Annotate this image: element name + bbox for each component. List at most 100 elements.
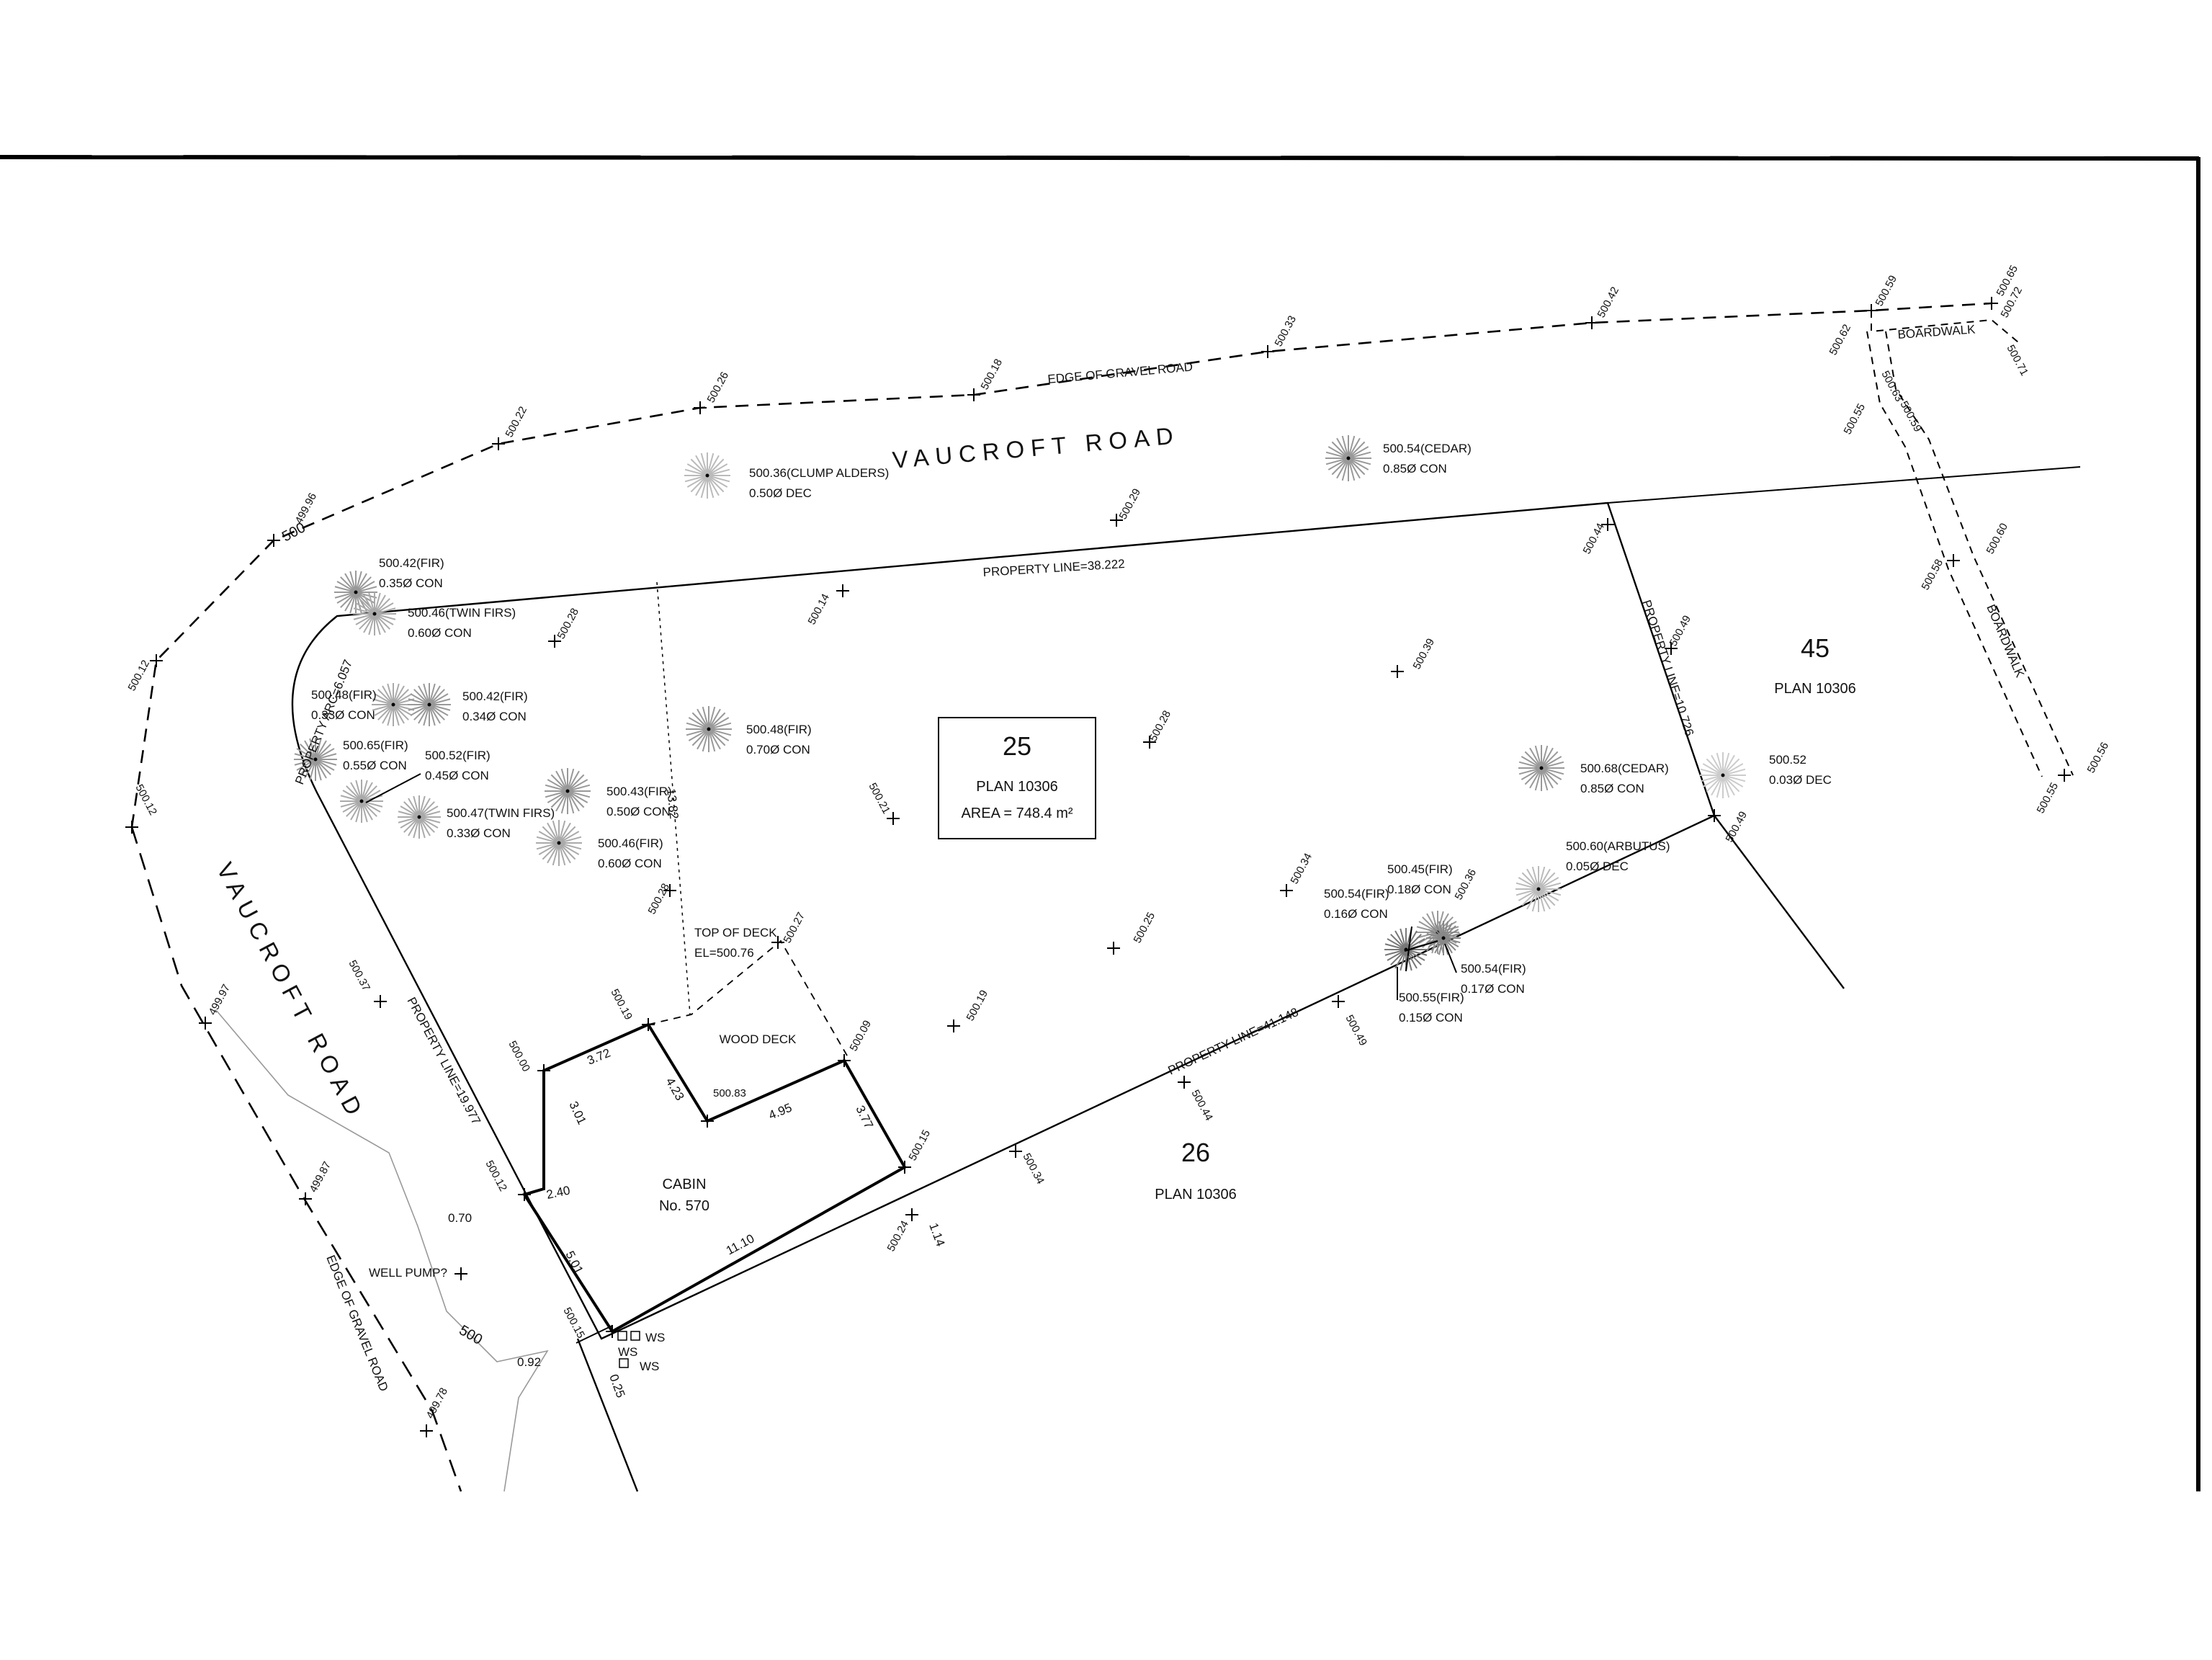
tree-size: 0.16Ø CON bbox=[1324, 907, 1388, 921]
elevation-point-marker bbox=[606, 1325, 619, 1338]
tree-label: 500.68(CEDAR) bbox=[1580, 762, 1669, 775]
elevation-point-marker bbox=[2058, 769, 2071, 782]
water-service-label-1: WS bbox=[645, 1331, 665, 1344]
dimension-2-40: 2.40 bbox=[545, 1183, 571, 1201]
tree-icon bbox=[1384, 928, 1428, 971]
elevation-point-marker bbox=[836, 584, 849, 597]
spot-elevation: 500.15 bbox=[560, 1306, 587, 1341]
elevation-point-marker bbox=[1332, 995, 1345, 1008]
tree-icon bbox=[294, 738, 337, 781]
tree-label: 500.43(FIR) bbox=[606, 785, 672, 798]
lot-line-extension-east bbox=[1714, 815, 1845, 989]
spot-elevation: 500.42 bbox=[1595, 285, 1622, 320]
spot-elevation: 500.55 bbox=[2035, 780, 2061, 816]
spot-elevation: 500.12 bbox=[483, 1159, 509, 1194]
tree-size: 0.33Ø CON bbox=[447, 826, 511, 840]
tree-icon bbox=[536, 820, 582, 866]
spot-elevation: 500.09 bbox=[848, 1018, 874, 1053]
water-service-label-3: WS bbox=[640, 1360, 659, 1373]
dimension-0-92: 0.92 bbox=[517, 1355, 541, 1369]
spot-elevation: 500.49 bbox=[1343, 1013, 1369, 1048]
tree-icon bbox=[340, 780, 383, 823]
elevation-point-marker bbox=[299, 1192, 312, 1205]
tree-size: 0.85Ø CON bbox=[1383, 462, 1447, 476]
well-pump-trail bbox=[215, 1009, 549, 1492]
drawing-frame bbox=[0, 155, 2200, 1491]
tree-label: 500.65(FIR) bbox=[343, 738, 408, 752]
spot-elevation: 500.15 bbox=[907, 1128, 933, 1163]
spot-elevation: 500.63 bbox=[1879, 369, 1905, 404]
lot-45-plan: PLAN 10306 bbox=[1774, 681, 1855, 697]
spot-elevation: 500.37 bbox=[346, 958, 372, 994]
tree-icon bbox=[372, 683, 415, 726]
lot-26-plan: PLAN 10306 bbox=[1155, 1187, 1236, 1202]
well-pump-label: WELL PUMP? bbox=[369, 1266, 447, 1280]
spot-elevation: 500.71 bbox=[2004, 343, 2030, 378]
dimension-3-01: 3.01 bbox=[566, 1099, 588, 1127]
elevation-point-marker bbox=[663, 884, 676, 897]
elevation-point-marker bbox=[537, 1064, 550, 1077]
spot-elevation: 500.12 bbox=[126, 658, 153, 693]
spot-elevation: 499.78 bbox=[424, 1385, 451, 1421]
spot-elevation: 500.26 bbox=[705, 370, 732, 405]
elevation-point-marker bbox=[905, 1208, 918, 1221]
tree-size: 0.33Ø CON bbox=[311, 708, 375, 722]
tree-size: 0.60Ø CON bbox=[408, 626, 472, 640]
spot-elevation: 500.62 bbox=[1827, 322, 1854, 357]
dimension-0-70: 0.70 bbox=[448, 1211, 472, 1225]
elevation-point-marker bbox=[1178, 1076, 1191, 1089]
dimension-0-25: 0.25 bbox=[606, 1373, 627, 1400]
property-line-north: PROPERTY LINE=38.222 bbox=[982, 557, 1125, 579]
elevation-point-marker bbox=[150, 654, 163, 667]
elevation-point-marker bbox=[1009, 1145, 1022, 1158]
elevation-point-marker bbox=[455, 1267, 467, 1280]
tree-label: 500.55(FIR) bbox=[1399, 991, 1464, 1004]
edge-of-gravel-road-west bbox=[130, 826, 462, 1492]
elevation-point-marker bbox=[771, 936, 784, 949]
elevation-point-marker bbox=[1947, 554, 1960, 567]
spot-elevation: 500.28 bbox=[646, 881, 673, 916]
lot-25-area: AREA = 748.4 m² bbox=[961, 806, 1073, 821]
elevation-point-marker bbox=[1280, 884, 1293, 897]
spot-elevation: 500.28 bbox=[1147, 708, 1174, 744]
elevation-point-marker bbox=[898, 1161, 911, 1174]
wood-deck-label: WOOD DECK bbox=[720, 1032, 797, 1046]
elevation-point-marker bbox=[1261, 345, 1274, 358]
boardwalk-label-side: BOARDWALK bbox=[1984, 602, 2027, 679]
elevation-point-marker bbox=[642, 1018, 655, 1031]
elevation-point-marker bbox=[967, 388, 980, 401]
tree-label: 500.54(FIR) bbox=[1461, 962, 1526, 976]
tree-descriptions: 500.36(CLUMP ALDERS) 0.50Ø DEC 500.54(CE… bbox=[311, 442, 1832, 1025]
tree-icon bbox=[1515, 866, 1562, 912]
elevation-point-marker bbox=[125, 821, 138, 834]
spot-elevation: 500.36 bbox=[1453, 867, 1479, 902]
tree-size: 0.35Ø CON bbox=[379, 576, 443, 590]
tree-leader-lines bbox=[365, 773, 1457, 1000]
spot-elevation: 500.25 bbox=[1132, 910, 1158, 945]
tree-icon bbox=[1325, 435, 1371, 481]
elevation-point-marker bbox=[1391, 665, 1404, 678]
tree-size: 0.45Ø CON bbox=[425, 769, 489, 782]
elevation-point-marker bbox=[1585, 316, 1598, 329]
elevation-markers bbox=[125, 297, 2071, 1437]
elevation-point-marker bbox=[420, 1424, 433, 1437]
lot-26-number: 26 bbox=[1181, 1138, 1210, 1167]
spot-elevation: 500.14 bbox=[806, 592, 833, 627]
tree-icon bbox=[686, 706, 732, 752]
spot-elevation: 500.27 bbox=[782, 910, 808, 945]
spot-elevation: 499.97 bbox=[207, 982, 233, 1017]
spot-elevation: 500.59 bbox=[1873, 273, 1900, 308]
tree-size: 0.18Ø CON bbox=[1387, 883, 1451, 896]
tree-label: 500.42(FIR) bbox=[462, 690, 528, 703]
road-name-west: VAUCROFT ROAD bbox=[212, 858, 370, 1125]
spot-elevation: 499.96 bbox=[293, 491, 320, 526]
spot-elevation: 500.44 bbox=[1581, 521, 1608, 556]
dimension-4-95: 4.95 bbox=[766, 1101, 794, 1123]
elevation-point-marker bbox=[947, 1019, 960, 1032]
lot-25-number: 25 bbox=[1003, 731, 1031, 761]
elevation-point-marker bbox=[1985, 297, 1998, 310]
spot-elevation: 500.39 bbox=[1411, 636, 1438, 671]
tree-label: 500.54(FIR) bbox=[1324, 887, 1389, 901]
elevation-point-marker bbox=[701, 1115, 714, 1128]
tree-label: 500.46(TWIN FIRS) bbox=[408, 606, 516, 620]
